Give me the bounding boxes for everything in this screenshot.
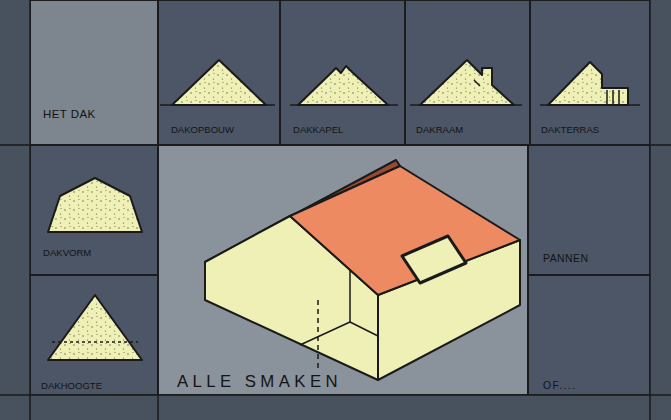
grid-cell: HET DAK	[30, 0, 158, 145]
grid-cell: DAKTERRAS	[530, 0, 650, 145]
grid-cell: DAKRAAM	[405, 0, 530, 145]
cell-label: DAKHOOGTE	[41, 380, 157, 391]
cell-label: OF....	[543, 380, 649, 391]
roof-plain	[172, 60, 266, 105]
cell-ground	[530, 0, 650, 145]
roof-shape	[48, 178, 142, 232]
cell-label: PANNEN	[543, 253, 649, 264]
cell-ground	[30, 145, 158, 275]
cell-ground	[280, 0, 405, 145]
grid-cell: DAKHOOGTE	[30, 275, 158, 395]
cell-ground	[528, 145, 650, 275]
roof-dormer	[420, 60, 514, 105]
cell-label: DAKRAAM	[416, 124, 529, 135]
cell-label: HET DAK	[43, 108, 157, 120]
cell-ground	[30, 0, 158, 145]
cell-ground	[158, 0, 280, 145]
cell-ground	[528, 275, 650, 395]
roof-height	[48, 295, 142, 360]
roof-raised	[298, 66, 388, 105]
cell-label: DAKKAPEL	[293, 124, 404, 135]
cell-ground	[30, 275, 158, 395]
grid-cell: DAKVORM	[30, 145, 158, 275]
cell-label: DAKOPBOUW	[171, 124, 279, 135]
grid-cell: PANNEN	[528, 145, 650, 275]
grid-cell: DAKKAPEL	[280, 0, 405, 145]
grid-cell: ALLE SMAKEN	[158, 145, 528, 395]
house-sketch	[205, 160, 520, 380]
cell-label: DAKTERRAS	[541, 124, 649, 135]
cell-label: ALLE SMAKEN	[177, 372, 527, 392]
grid-cell: OF....	[528, 275, 650, 395]
grid-cell: DAKOPBOUW	[158, 0, 280, 145]
cell-label: DAKVORM	[43, 247, 157, 258]
cell-ground	[158, 145, 528, 395]
roof-window	[548, 62, 628, 105]
cell-ground	[405, 0, 530, 145]
